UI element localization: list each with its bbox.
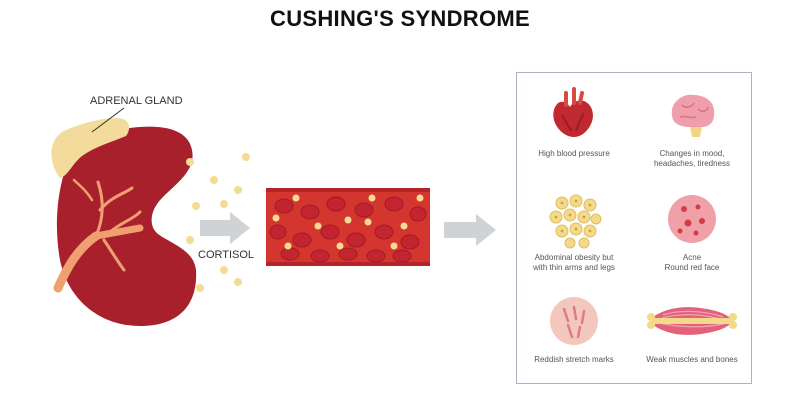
muscle-bone-icon xyxy=(647,307,737,335)
symptom-label: High blood pressure xyxy=(538,149,610,158)
symptoms-panel: High blood pressure Changes in mood, hea… xyxy=(516,72,752,384)
adrenal-pointer-line xyxy=(91,107,125,133)
cortisol-label: CORTISOL xyxy=(198,249,254,261)
symptom-acne-round-face: Acne Round red face xyxy=(637,189,747,273)
page-title: CUSHING'S SYNDROME xyxy=(270,6,530,31)
symptom-abdominal-obesity: Abdominal obesity but with thin arms and… xyxy=(519,189,629,273)
symptom-label: Reddish stretch marks xyxy=(534,355,614,364)
symptom-mood-changes: Changes in mood, headaches, tiredness xyxy=(637,85,747,169)
symptom-label: Acne Round red face xyxy=(664,253,720,272)
stretch-marks-icon xyxy=(550,297,598,345)
cortisol-dots xyxy=(186,153,250,292)
symptom-stretch-marks: Reddish stretch marks xyxy=(519,291,629,365)
symptom-high-blood-pressure: High blood pressure xyxy=(519,85,629,159)
brain-icon xyxy=(671,94,715,137)
symptom-weak-muscles-bones: Weak muscles and bones xyxy=(637,291,747,365)
acne-skin-icon xyxy=(668,195,716,243)
symptom-label: Abdominal obesity but with thin arms and… xyxy=(533,253,615,272)
symptom-label: Weak muscles and bones xyxy=(646,355,738,364)
blood-vessel-icon xyxy=(266,188,430,266)
kidney-icon xyxy=(53,126,197,326)
adrenal-gland-label: ADRENAL GLAND xyxy=(90,95,183,107)
adrenal-gland-icon xyxy=(51,118,130,178)
arrow-right-icon xyxy=(444,214,496,246)
fat-cells-icon xyxy=(549,194,602,249)
heart-icon xyxy=(553,87,593,137)
symptom-label: Changes in mood, headaches, tiredness xyxy=(653,149,731,168)
arrow-right-icon xyxy=(200,212,250,244)
